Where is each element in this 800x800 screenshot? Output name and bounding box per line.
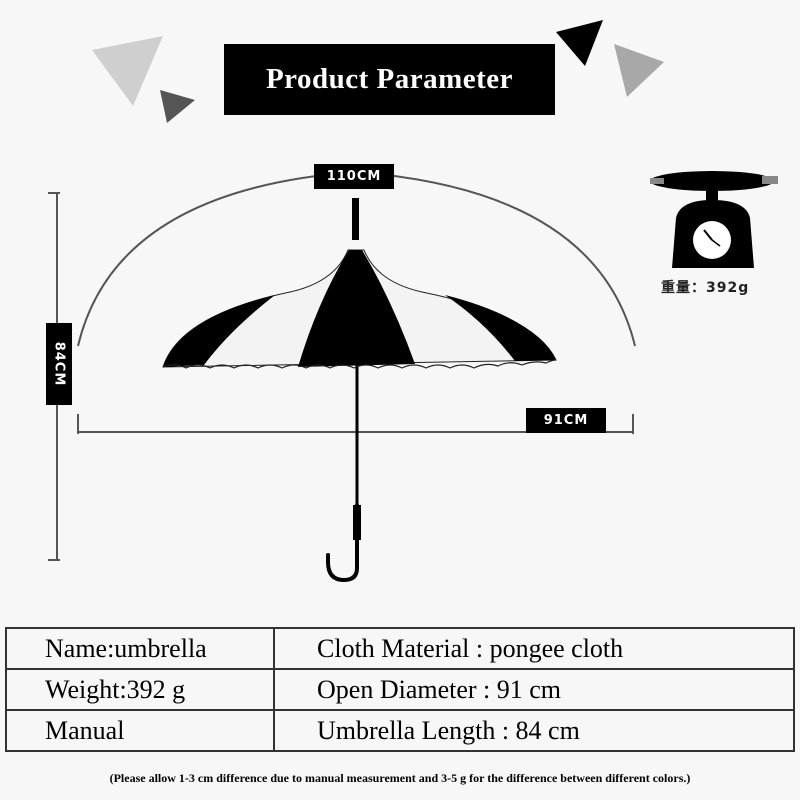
table-row: Weight:392 g Open Diameter : 91 cm <box>5 668 795 711</box>
umbrella-canopy <box>162 249 557 369</box>
arc-length-label: 110CM <box>314 164 394 189</box>
page-title: Product Parameter <box>224 44 555 115</box>
table-cell: Name:umbrella <box>5 627 275 670</box>
umbrella-illustration <box>48 20 778 583</box>
decor-triangle-light-right <box>614 44 664 97</box>
diameter-label: 91CM <box>526 408 606 433</box>
weight-label: 重量：392g <box>661 280 750 296</box>
length-label: 84CM <box>46 323 72 405</box>
decor-triangle-small-left <box>160 90 195 123</box>
umbrella-handle <box>326 503 359 583</box>
table-row: Manual Umbrella Length : 84 cm <box>5 709 795 752</box>
table-cell: Umbrella Length : 84 cm <box>273 709 795 752</box>
table-cell: Manual <box>5 709 275 752</box>
parameter-table: Name:umbrella Cloth Material : pongee cl… <box>5 627 795 752</box>
table-cell: Cloth Material : pongee cloth <box>273 627 795 670</box>
decor-triangle-dark-right <box>556 20 603 66</box>
table-cell: Open Diameter : 91 cm <box>273 668 795 711</box>
umbrella-tip <box>352 198 359 240</box>
table-row: Name:umbrella Cloth Material : pongee cl… <box>5 627 795 670</box>
decor-triangle-large-left <box>92 36 163 106</box>
scale-icon <box>650 171 778 268</box>
disclaimer-note: (Please allow 1-3 cm difference due to m… <box>109 771 691 785</box>
table-cell: Weight:392 g <box>5 668 275 711</box>
